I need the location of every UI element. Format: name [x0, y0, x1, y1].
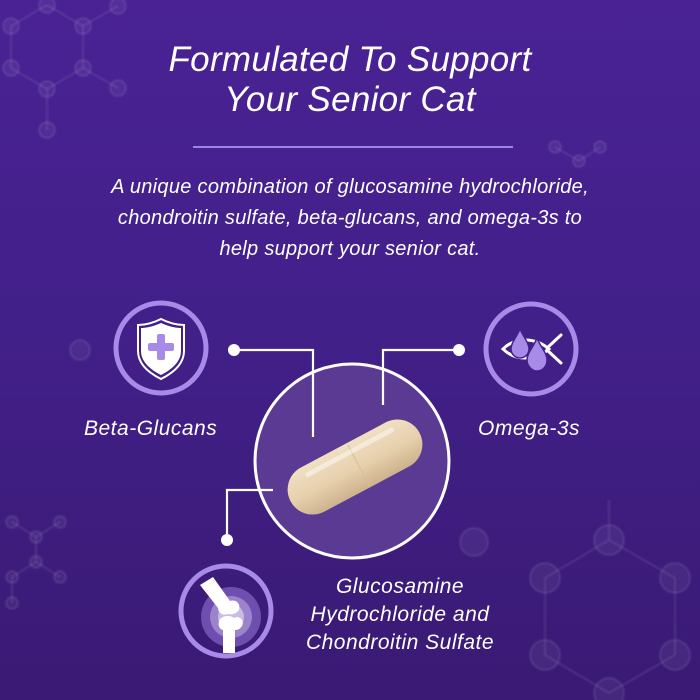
description-line-3: help support your senior cat. — [219, 238, 481, 260]
ingredient-label-glucosamine-chondroitin: Glucosamine Hydrochloride and Chondroiti… — [270, 573, 530, 657]
description-line-1: A unique combination of glucosamine hydr… — [111, 176, 589, 198]
title-line-2: Your Senior Cat — [224, 80, 476, 119]
shield-plus-icon — [113, 300, 209, 396]
ingredient-label-omega-3s: Omega-3s — [478, 417, 581, 440]
glucosamine-label-line-1: Glucosamine — [335, 575, 465, 598]
description-line-2: chondroitin sulfate, beta-glucans, and o… — [117, 207, 583, 229]
page-title: Formulated To Support Your Senior Cat — [0, 40, 700, 120]
description-text: A unique combination of glucosamine hydr… — [0, 172, 700, 265]
fish-oil-drops-icon — [483, 301, 579, 397]
ingredient-label-beta-glucans: Beta-Glucans — [84, 417, 218, 440]
capsule-image — [253, 362, 451, 560]
title-divider — [193, 146, 513, 148]
glucosamine-label-line-3: Chondroitin Sulfate — [305, 631, 495, 654]
knee-joint-icon — [178, 563, 274, 659]
glucosamine-label-line-2: Hydrochloride and — [310, 603, 490, 626]
title-line-1: Formulated To Support — [168, 40, 532, 79]
